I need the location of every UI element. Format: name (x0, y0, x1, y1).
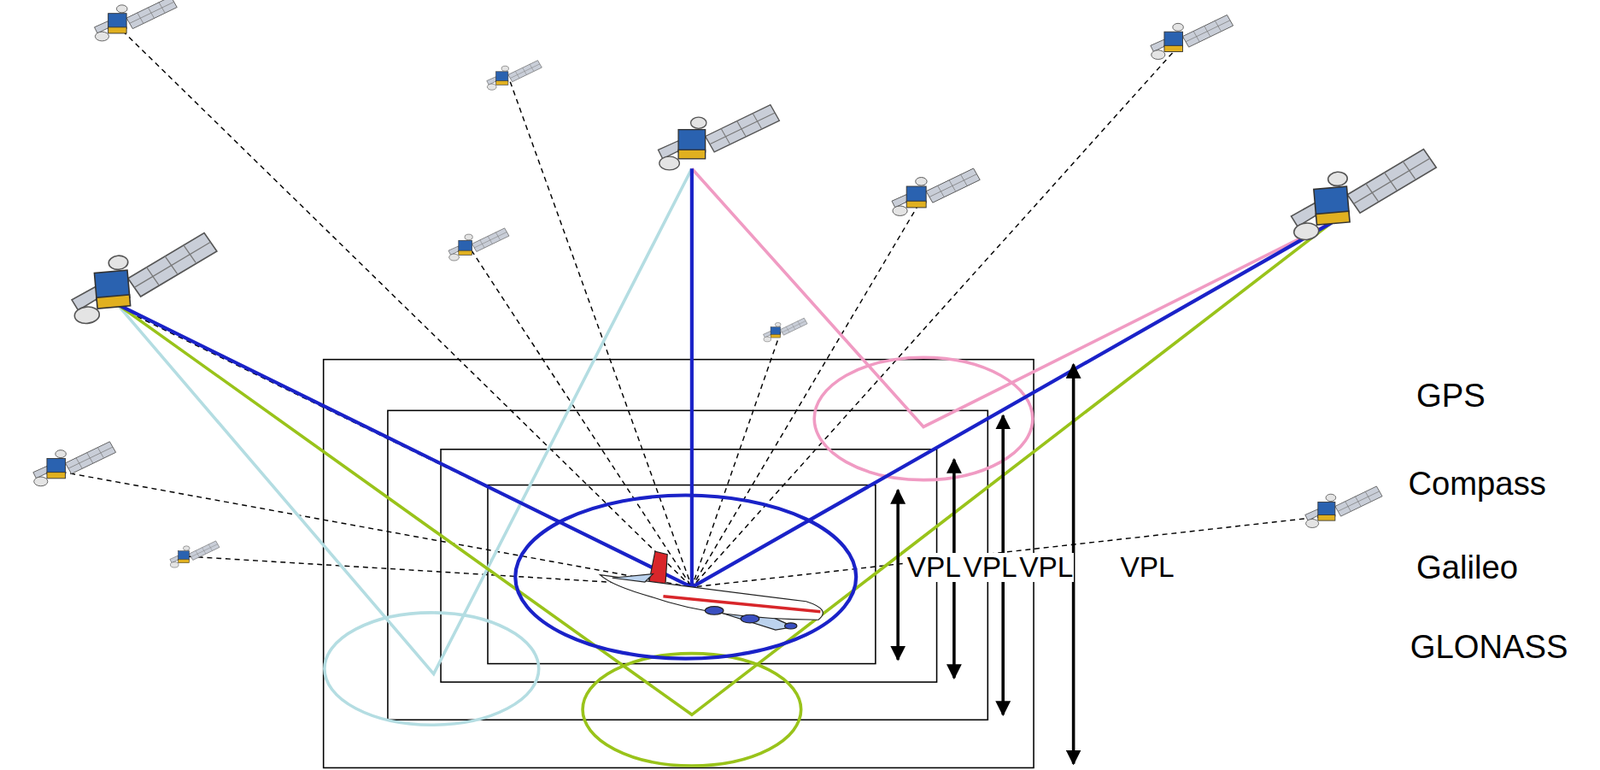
vpl-label: VPL (1119, 552, 1175, 581)
system-name: GPS (1416, 379, 1486, 412)
vpl-label: VPL (1018, 552, 1074, 581)
vpl-label: VPL (961, 552, 1018, 581)
system-name: GLONASS (1410, 630, 1569, 663)
system-name: Galileo (1416, 550, 1518, 584)
vpl-label: VPL (906, 552, 962, 581)
line-of-sight (61, 30, 1332, 587)
airplane (599, 550, 823, 630)
vpl-arrows (897, 364, 1073, 764)
system-name: Compass (1407, 467, 1546, 500)
satellites (33, 0, 1442, 568)
constellation-fixes (117, 168, 1331, 766)
